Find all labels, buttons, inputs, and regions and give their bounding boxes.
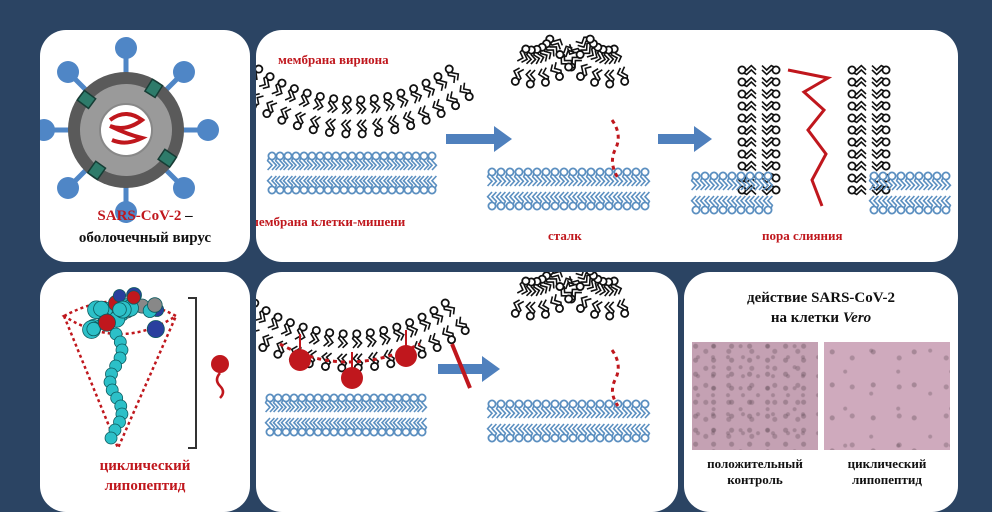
vero-title-line1: действие SARS-CoV-2 [684, 290, 958, 307]
lipopeptide-ball [341, 367, 363, 389]
virus-capsid [100, 104, 152, 156]
virion-membrane-label: мембрана вириона [278, 52, 389, 67]
lipopeptide-model [40, 272, 250, 512]
virus-illustration [40, 30, 250, 262]
lipopeptide-panel: циклический липопептид [40, 272, 250, 512]
lipopeptide-label-line2: липопептид [40, 478, 250, 495]
caption-right-line1: циклический [824, 456, 950, 471]
arrow-to-stalk [446, 126, 512, 152]
spike-protein [173, 61, 195, 83]
virus-subtitle: оболочечный вирус [40, 230, 250, 247]
blocked-fusion-panel [256, 272, 678, 512]
virus-name: SARS-CoV-2 [97, 208, 181, 224]
virus-panel: SARS-CoV-2 – оболочечный вирус [40, 30, 250, 262]
fusion-pore-label: пора слияния [762, 228, 843, 243]
blocked-arrow [438, 356, 500, 382]
spike-protein [57, 177, 79, 199]
target-membrane-label: мембрана клетки-мишени [256, 214, 405, 229]
lipopeptide-ball [395, 345, 417, 367]
stalk-label: сталк [548, 228, 582, 243]
vero-title-line2: на клетки Vero [684, 310, 958, 327]
pore-rna-strand [788, 70, 828, 206]
lipopeptide-symbol-head [211, 355, 229, 373]
spike-protein [57, 61, 79, 83]
virus-dash: – [181, 208, 192, 224]
bracket [188, 298, 196, 448]
spike-protein [197, 119, 219, 141]
lipopeptide-ball [289, 349, 311, 371]
caption-left-line2: контроль [692, 472, 818, 487]
caption-left-line1: положительный [692, 456, 818, 471]
fusion-panel: мембрана вириона мембрана клетки-мишени … [256, 30, 958, 262]
lipopeptide-label-line1: циклический [40, 458, 250, 475]
arrow-to-pore [658, 126, 712, 152]
micrograph-lipopeptide [824, 342, 950, 450]
spike-protein [115, 37, 137, 59]
micrograph-positive-control [692, 342, 818, 450]
caption-right-line2: липопептид [824, 472, 950, 487]
lipopeptide-symbol-tail [217, 373, 223, 398]
vero-panel: действие SARS-CoV-2 на клетки Vero полож… [684, 272, 958, 512]
spike-protein [40, 119, 55, 141]
blocked-fusion-diagram [256, 272, 678, 512]
vero-italic: Vero [843, 310, 871, 326]
spike-protein [173, 177, 195, 199]
